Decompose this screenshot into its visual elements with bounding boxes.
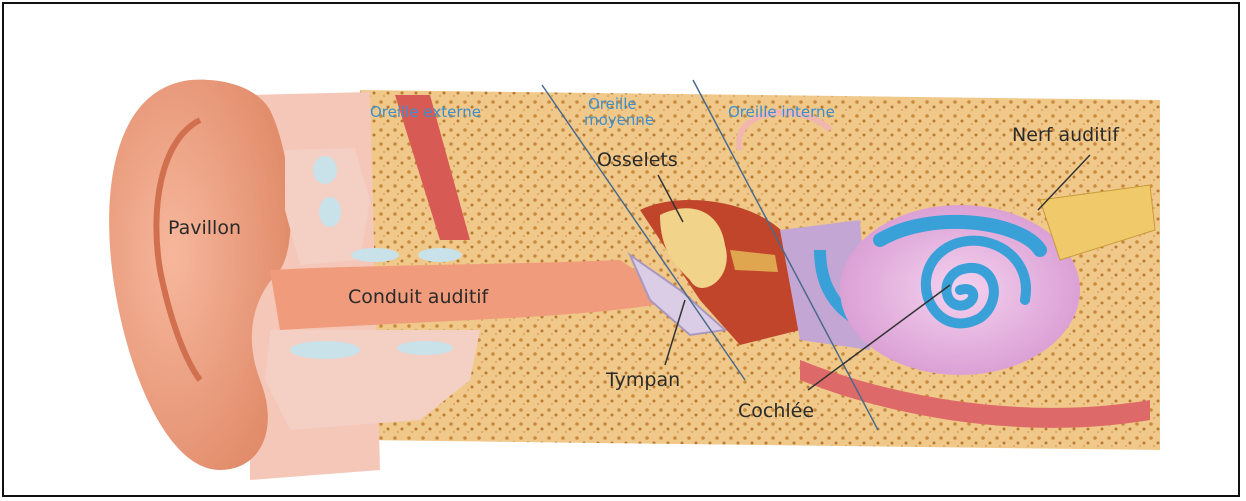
cartilage-hole: [397, 341, 453, 355]
label-eardrum: Tympan: [605, 369, 680, 391]
auricle: [109, 80, 291, 470]
label-auditory-nerve: Nerf auditif: [1012, 124, 1120, 146]
region-label-outer-ear: Oreille externe: [370, 103, 481, 121]
label-auricle: Pavillon: [168, 217, 241, 239]
region-label-middle-ear-line2: moyenne: [584, 111, 654, 129]
region-label-inner-ear: Oreille interne: [728, 103, 835, 121]
cartilage-hole: [290, 341, 360, 359]
label-ossicles: Osselets: [597, 149, 678, 171]
label-cochlea: Cochlée: [738, 400, 814, 422]
cartilage-hole: [319, 197, 341, 227]
cartilage-hole: [418, 248, 462, 262]
label-ear-canal: Conduit auditif: [348, 286, 490, 308]
cartilage-hole: [313, 156, 337, 184]
cartilage-hole: [351, 248, 399, 262]
